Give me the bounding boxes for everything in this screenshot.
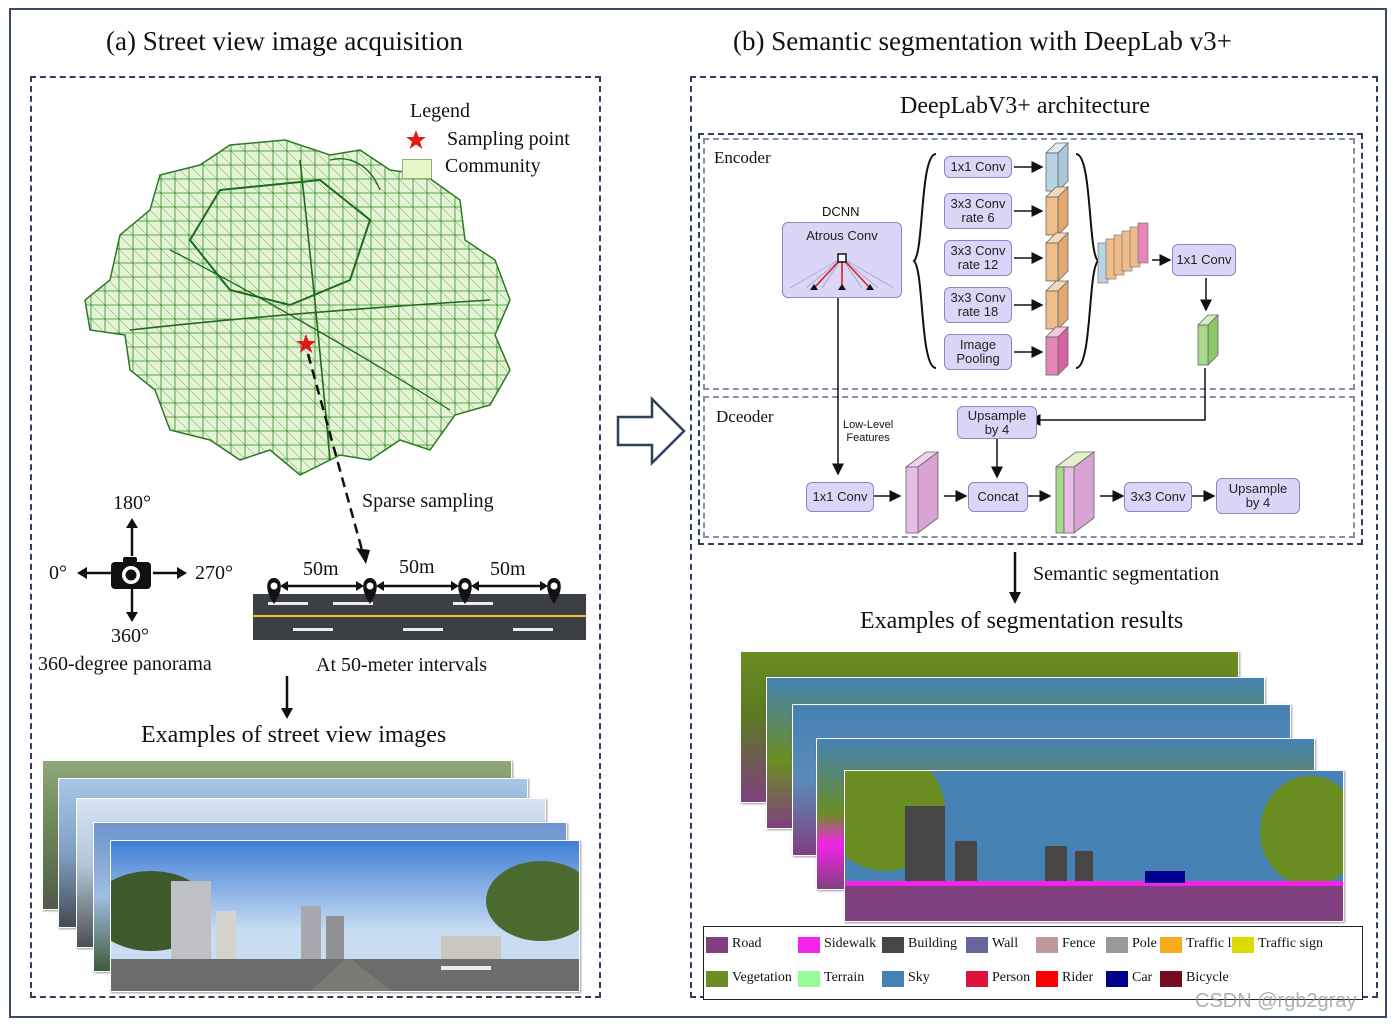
class-label-fence: Fence <box>1062 936 1096 951</box>
figure-frame <box>9 8 1387 1018</box>
conv1x1-right-block: 1x1 Conv <box>1172 244 1236 276</box>
distance-2: 50m <box>399 556 435 578</box>
class-label-road: Road <box>732 936 762 951</box>
down-arrow <box>281 676 293 719</box>
encoder-feature-maps <box>1014 142 1219 376</box>
city-map <box>84 139 511 476</box>
panorama-label: 360-degree panorama <box>38 653 212 675</box>
legend-sampling-point: Sampling point <box>447 128 570 150</box>
class-swatch-vegetation <box>706 971 728 987</box>
class-swatch-bicycle <box>1160 971 1182 987</box>
dir-0-label: 0° <box>49 562 67 584</box>
watermark: CSDN @rgb2gray <box>1195 990 1357 1012</box>
panel-a-title: (a) Street view image acquisition <box>106 26 463 56</box>
class-swatch-car <box>1106 971 1128 987</box>
distance-1: 50m <box>303 558 339 580</box>
class-label-rider: Rider <box>1062 970 1094 985</box>
concat-block: Concat <box>968 482 1028 512</box>
atrous-kernel-icon <box>789 253 895 290</box>
decoder-label: Dceoder <box>716 407 774 426</box>
segmentation-examples-title: Examples of segmentation results <box>860 608 1184 634</box>
distance-3: 50m <box>490 558 526 580</box>
class-swatch-traffic-light <box>1160 937 1182 953</box>
dir-270-label: 270° <box>195 562 233 584</box>
street-photo-5 <box>110 840 580 992</box>
class-label-car: Car <box>1132 970 1153 985</box>
class-label-vegetation: Vegetation <box>732 970 792 985</box>
class-label-pole: Pole <box>1132 936 1157 951</box>
seg-result-5 <box>844 770 1344 922</box>
sparse-sampling-label: Sparse sampling <box>362 490 494 512</box>
interval-label: At 50-meter intervals <box>316 654 488 676</box>
class-swatch-road <box>706 937 728 953</box>
architecture-title: DeepLabV3+ architecture <box>900 93 1151 119</box>
class-swatch-rider <box>1036 971 1058 987</box>
class-swatch-pole <box>1106 937 1128 953</box>
decoder-conv3x3-block: 3x3 Conv <box>1124 482 1192 512</box>
process-arrow <box>616 395 686 467</box>
class-label-terrain: Terrain <box>824 970 865 985</box>
class-label-sky: Sky <box>908 970 930 985</box>
class-swatch-fence <box>1036 937 1058 953</box>
class-label-person: Person <box>992 970 1031 985</box>
class-swatch-wall <box>966 937 988 953</box>
architecture-box <box>698 133 1363 545</box>
star-icon <box>406 130 426 149</box>
street-examples-title: Examples of street view images <box>141 722 447 748</box>
compass-arrows <box>77 518 187 622</box>
class-swatch-sky <box>882 971 904 987</box>
class-swatch-person <box>966 971 988 987</box>
semseg-arrow <box>1009 552 1021 604</box>
legend-community: Community <box>445 155 541 177</box>
atrous-conv-label: Atrous Conv <box>806 228 878 243</box>
dcnn-label: DCNN <box>822 204 860 219</box>
decoder-conv1x1-block: 1x1 Conv <box>806 482 874 512</box>
decoder-box <box>703 396 1355 538</box>
community-swatch <box>402 159 432 179</box>
class-label-bicycle: Bicycle <box>1186 970 1229 985</box>
dir-360-label: 360° <box>111 625 149 647</box>
camera-icon <box>111 557 151 589</box>
encoder-label: Encoder <box>714 148 771 167</box>
class-swatch-traffic-sign <box>1232 937 1254 953</box>
class-label-traffic-sign: Traffic sign <box>1258 936 1323 951</box>
sampling-markers <box>267 578 561 604</box>
class-swatch-building <box>882 937 904 953</box>
semantic-segmentation-label: Semantic segmentation <box>1033 563 1220 585</box>
sampling-arrow <box>306 353 370 564</box>
dir-180-label: 180° <box>113 492 151 514</box>
class-label-wall: Wall <box>992 936 1019 951</box>
class-swatch-sidewalk <box>798 937 820 953</box>
encoder-box <box>703 138 1355 390</box>
road-graphic <box>253 594 586 640</box>
decoder-connections <box>832 298 1216 534</box>
class-label-building: Building <box>908 936 958 951</box>
sampling-point-star-icon <box>296 334 316 353</box>
class-label-sidewalk: Sidewalk <box>824 936 877 951</box>
conv1x1-block: 1x1 Conv <box>944 156 1012 178</box>
left-brace <box>912 153 937 369</box>
panel-b-title: (b) Semantic segmentation with DeepLab v… <box>733 26 1232 56</box>
class-swatch-terrain <box>798 971 820 987</box>
legend-title: Legend <box>410 100 470 122</box>
panel-a-box <box>30 76 601 998</box>
